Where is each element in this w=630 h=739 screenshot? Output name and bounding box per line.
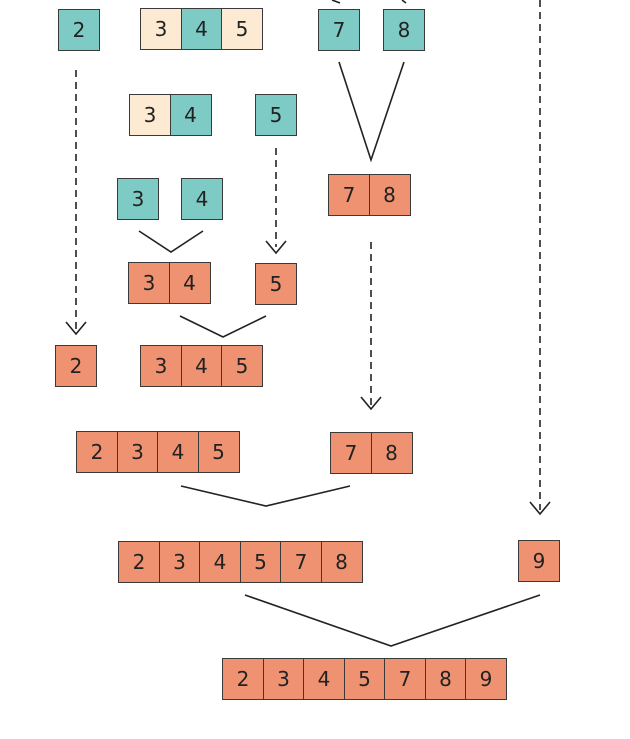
merge-connector-34-5 [179,315,267,338]
node-2-merged: 2 [55,345,97,387]
node-cell: 2 [118,541,160,583]
node-cell: 7 [328,174,370,216]
node-cell: 4 [169,94,212,136]
arrowhead-5 [265,240,287,255]
node-cell: 7 [318,9,360,51]
node-3-leaf: 3 [117,178,159,220]
node-cell: 9 [518,540,560,582]
node-cell: 5 [343,658,386,700]
node-cell: 2 [76,431,118,473]
merge-connector-3-4 [138,230,204,253]
node-234578: 2 3 4 5 7 8 [118,541,363,583]
node-cell: 3 [129,94,171,136]
node-cell: 2 [55,345,97,387]
arrowhead-2 [65,321,87,336]
node-cell: 3 [140,345,182,387]
node-cell: 5 [255,263,297,305]
node-cell: 4 [303,658,345,700]
node-cell: 4 [180,8,223,50]
node-cell: 3 [140,8,182,50]
node-cell: 9 [465,658,507,700]
node-78-low: 7 8 [330,432,413,474]
node-cell: 2 [222,658,264,700]
node-7-top: 7 [318,9,360,51]
node-cell: 7 [384,658,426,700]
node-8-top: 8 [383,9,425,51]
node-cell: 7 [280,541,322,583]
node-34-split: 3 4 [129,94,212,136]
node-cell: 5 [221,345,263,387]
node-cell: 8 [383,9,425,51]
node-cell: 3 [117,178,159,220]
node-cell: 4 [180,345,223,387]
node-cell: 3 [128,262,170,304]
node-cell: 4 [199,541,241,583]
node-5-split: 5 [255,94,297,136]
node-cell: 4 [157,431,199,473]
node-cell: 3 [262,658,305,700]
merge-connector-7-8 [338,61,405,163]
edge-top-8 [401,0,407,4]
node-345-top: 3 4 5 [140,8,263,50]
node-9: 9 [518,540,560,582]
arrowhead-9 [529,501,551,516]
node-345-merged: 3 4 5 [140,345,263,387]
node-cell: 5 [197,431,240,473]
node-78-merged: 7 8 [328,174,411,216]
node-2-top: 2 [58,9,100,51]
node-cell: 3 [158,541,201,583]
node-cell: 8 [368,174,411,216]
node-cell: 7 [330,432,372,474]
node-cell: 4 [181,178,223,220]
node-cell: 5 [255,94,297,136]
node-34-merged: 3 4 [128,262,211,304]
node-cell: 8 [370,432,413,474]
node-cell: 5 [221,8,263,50]
merge-connector-234578-9 [244,594,541,647]
node-2345: 2 3 4 5 [76,431,240,473]
node-final: 2 3 4 5 7 8 9 [222,658,507,700]
node-cell: 4 [168,262,211,304]
node-5-merged: 5 [255,263,297,305]
node-cell: 5 [239,541,282,583]
node-cell: 2 [58,9,100,51]
merge-connector-2345-78 [180,485,351,507]
arrowhead-78 [360,396,382,411]
node-cell: 3 [116,431,159,473]
node-4-leaf: 4 [181,178,223,220]
node-cell: 8 [424,658,467,700]
node-cell: 8 [320,541,363,583]
edge-top-7 [331,0,341,4]
